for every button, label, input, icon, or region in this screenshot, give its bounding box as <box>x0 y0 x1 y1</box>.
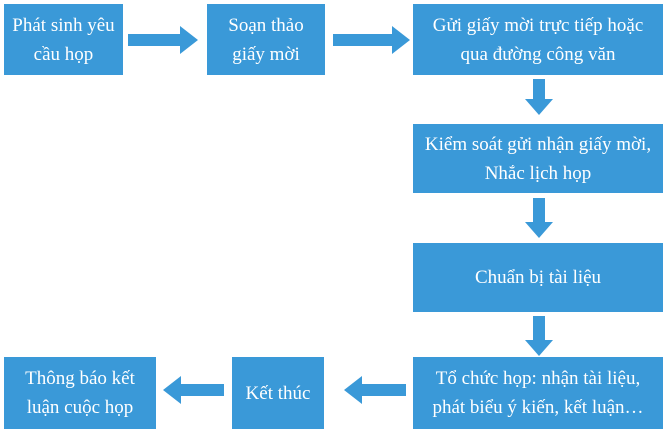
step-label-line: Kết thúc <box>245 382 311 404</box>
step-box-send-invitation: Gửi giấy mời trực tiếp hoặc qua đường cô… <box>413 4 663 75</box>
step-label-line: qua đường công văn <box>460 43 616 65</box>
arrow-down-1 <box>525 79 553 115</box>
arrow-left-1 <box>344 376 406 404</box>
step-box-prepare-documents: Chuẩn bị tài liệu <box>413 243 663 312</box>
step-label-line: luận cuộc họp <box>26 397 134 418</box>
step-label-line: Thông báo kết <box>25 368 135 389</box>
step-box-announce-conclusion: Thông báo kết luận cuộc họp <box>4 357 156 429</box>
arrow-right-2 <box>333 26 410 54</box>
step-label-line: giấy mời <box>232 43 300 65</box>
step-label-line: cầu họp <box>33 43 94 65</box>
step-label-line: Phát sinh yêu <box>12 14 115 36</box>
step-label-line: Nhắc lịch họp <box>484 162 592 184</box>
arrow-down-2 <box>525 198 553 238</box>
step-box-draft-invitation: Soạn thảo giấy mời <box>207 4 325 75</box>
step-label-line: Soạn thảo <box>228 14 304 36</box>
step-box-control-reminder: Kiểm soát gửi nhận giấy mời, Nhắc lịch h… <box>413 124 663 193</box>
step-label-line: Chuẩn bị tài liệu <box>474 267 602 288</box>
step-label-line: Kiểm soát gửi nhận giấy mời, <box>424 133 652 155</box>
arrow-down-3 <box>525 316 553 356</box>
arrow-right-1 <box>128 26 198 54</box>
arrow-left-2 <box>163 376 224 404</box>
step-box-request-meeting: Phát sinh yêu cầu họp <box>4 4 123 75</box>
step-label-line: Tổ chức họp: nhận tài liệu, <box>435 368 641 389</box>
step-box-hold-meeting: Tổ chức họp: nhận tài liệu, phát biểu ý … <box>413 357 663 429</box>
step-box-finish: Kết thúc <box>232 357 324 429</box>
step-label-line: Gửi giấy mời trực tiếp hoặc <box>432 14 644 36</box>
step-label-line: phát biểu ý kiến, kết luận… <box>432 397 644 418</box>
